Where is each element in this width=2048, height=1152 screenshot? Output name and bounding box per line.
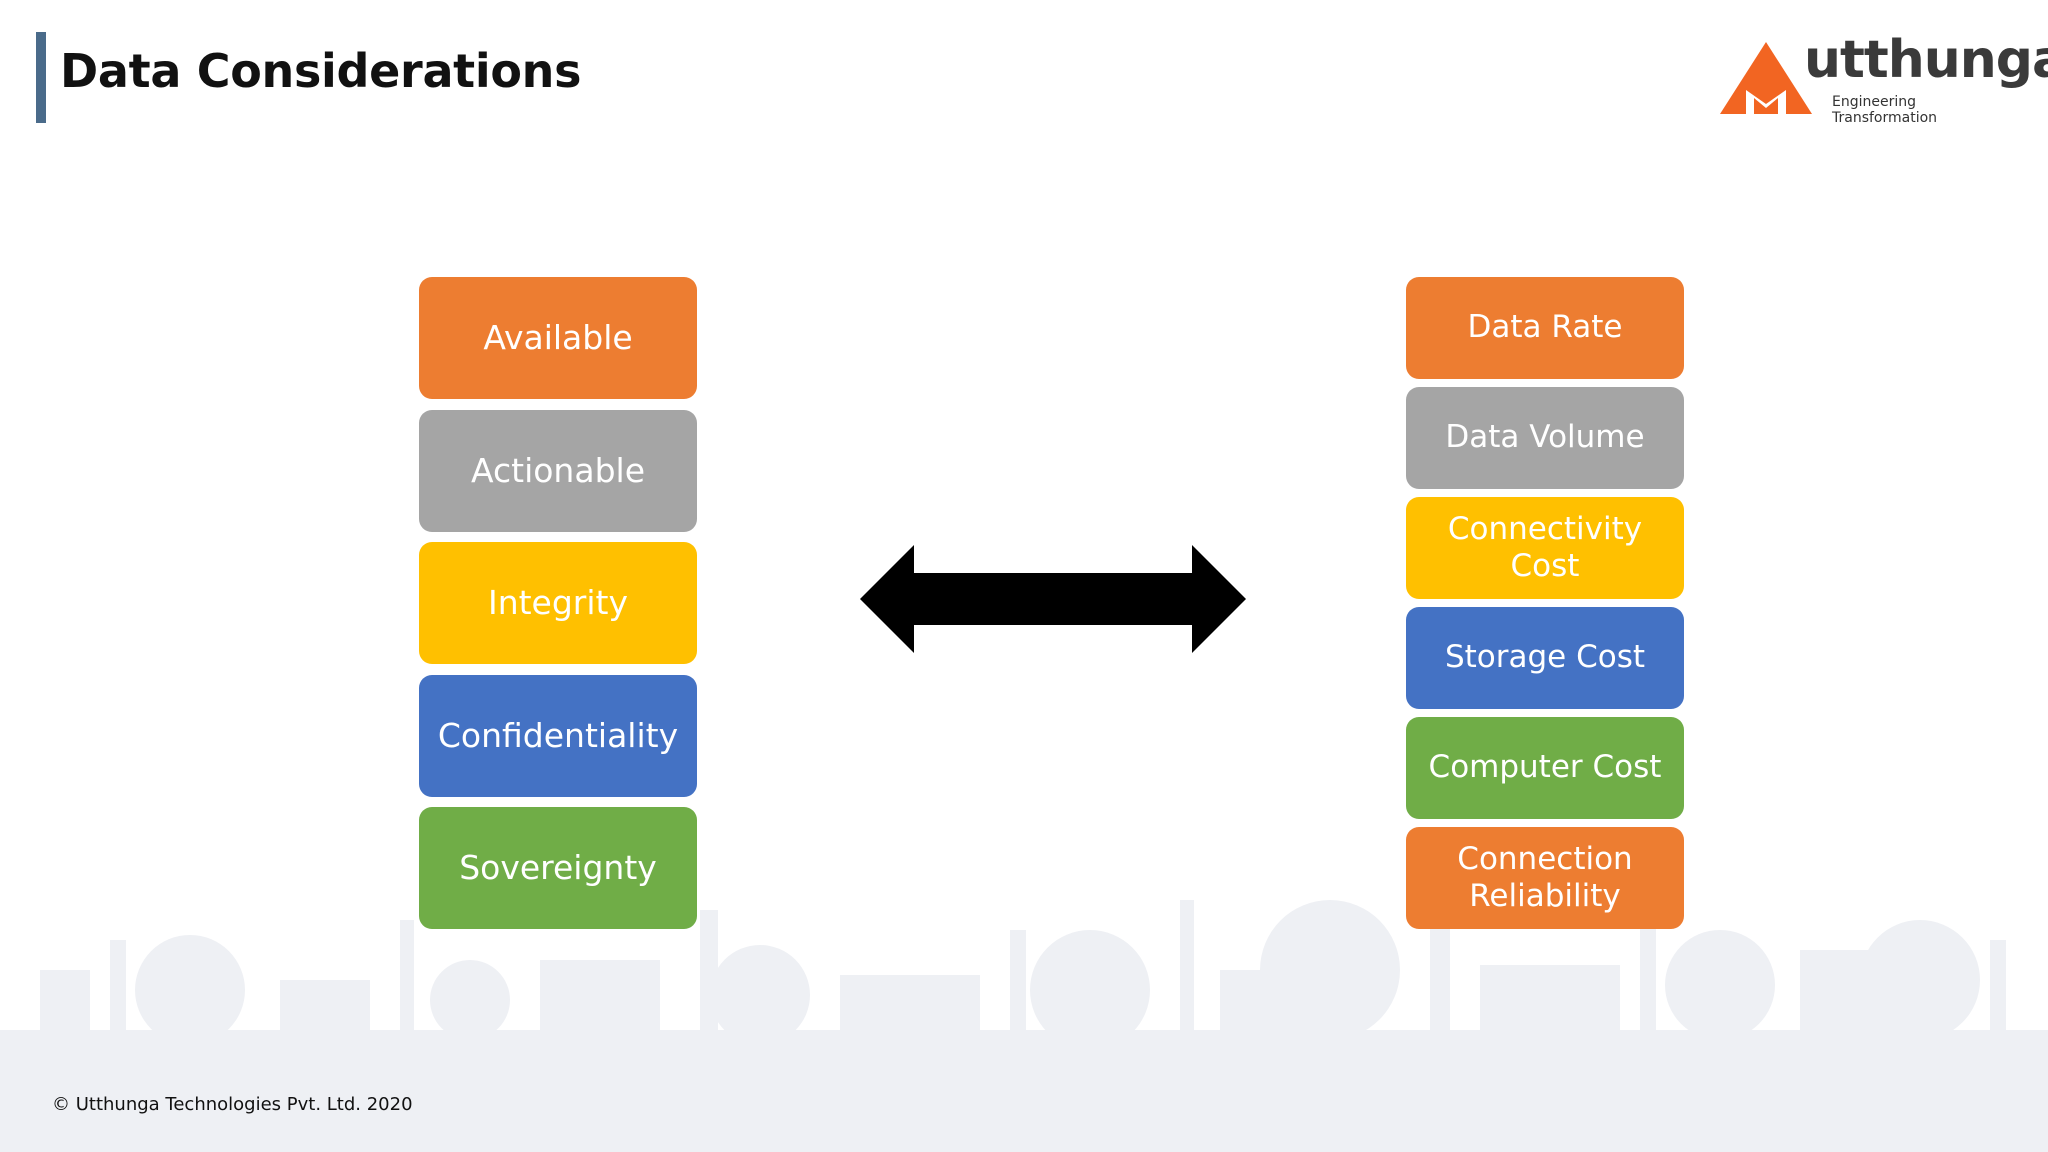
quality-box-sovereignty: Sovereignty (419, 807, 697, 929)
cost-box-data-rate: Data Rate (1406, 277, 1684, 379)
industrial-skyline-watermark (0, 900, 2048, 1152)
logo-tagline: Engineering Transformation (1832, 94, 1938, 126)
cost-box-data-volume: Data Volume (1406, 387, 1684, 489)
data-qualities-column: Available Actionable Integrity Confident… (419, 277, 697, 940)
copyright-footer: © Utthunga Technologies Pvt. Ltd. 2020 (52, 1094, 413, 1115)
cost-box-connection-reliability: Connection Reliability (1406, 827, 1684, 929)
quality-box-integrity: Integrity (419, 542, 697, 664)
quality-box-actionable: Actionable (419, 409, 697, 532)
cost-box-storage-cost: Storage Cost (1406, 607, 1684, 709)
cost-box-connectivity-cost: Connectivity Cost (1406, 497, 1684, 599)
title-accent-bar (36, 32, 46, 123)
company-logo: utthunga Engineering Transformation (1716, 30, 2048, 126)
double-headed-arrow-icon (860, 545, 1246, 653)
data-costs-column: Data Rate Data Volume Connectivity Cost … (1406, 277, 1684, 937)
cost-box-computer-cost: Computer Cost (1406, 717, 1684, 819)
utthunga-logo-icon (1720, 42, 1812, 114)
page-title: Data Considerations (60, 44, 582, 98)
quality-box-confidentiality: Confidentiality (419, 674, 697, 797)
quality-box-available: Available (419, 277, 697, 399)
logo-wordmark: utthunga (1804, 30, 2048, 90)
